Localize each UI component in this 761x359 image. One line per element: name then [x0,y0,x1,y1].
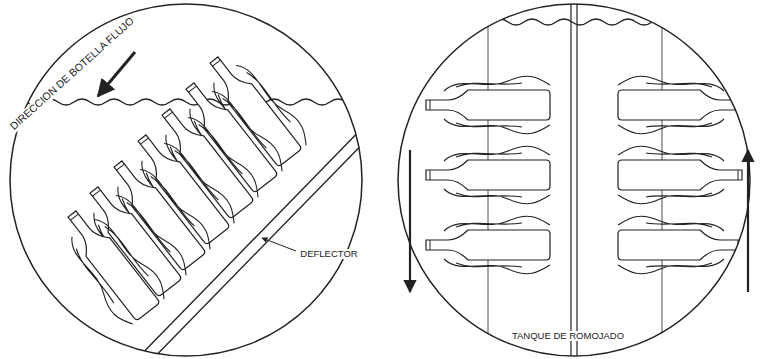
bottle [618,216,742,273]
bottle-outline [426,160,550,190]
bottle-lip [738,100,739,110]
bottle-lip [430,100,431,110]
detail-circle [10,4,362,356]
soak-tank-view [396,0,761,359]
bottle [618,76,742,133]
bottle-lip [738,170,739,180]
bottle-lip [93,190,101,196]
part-label: TANQUE DE ROMOJADO [510,331,626,341]
bottle [426,146,550,203]
bottle-outline [618,160,742,190]
bottle-pocket [618,189,724,204]
detail-circle [398,4,750,356]
bottle-pocket [444,119,550,134]
bottle-incline-view [10,42,380,359]
down-arrow [409,150,411,292]
leader-line [262,238,296,251]
bottle-pocket [444,76,550,91]
bottle-lip [117,164,125,170]
bottle-pocket [618,216,724,231]
bottle-lip [430,240,431,250]
bottle-pocket [444,259,550,274]
water-line [396,19,761,25]
part-label: DEFLECTOR [298,249,359,259]
bottle-pocket [618,76,724,91]
bottle-outline [618,90,742,120]
bottle [426,216,550,273]
bottle-lip [165,112,173,118]
bottle-lip [189,86,197,92]
bottle-lip [213,60,221,66]
up-arrow [747,150,749,292]
bottle-lip [71,214,79,220]
bottle-outline [426,230,550,260]
bottle-pocket [444,189,550,204]
bottle-lip [141,138,149,144]
center-rail [576,0,577,359]
bottle-pocket [618,259,724,274]
bottle-outline [618,230,742,260]
bottle-pocket [444,146,550,161]
bottle [618,146,742,203]
flow-arrow [98,52,135,96]
bottle-pocket [618,119,724,134]
bottle [426,76,550,133]
bottle-outline [60,205,160,321]
bottle-pocket [618,146,724,161]
bottle-pocket [444,216,550,231]
center-rail [570,0,571,359]
bottle-lip [430,170,431,180]
bottle-outline [426,90,550,120]
